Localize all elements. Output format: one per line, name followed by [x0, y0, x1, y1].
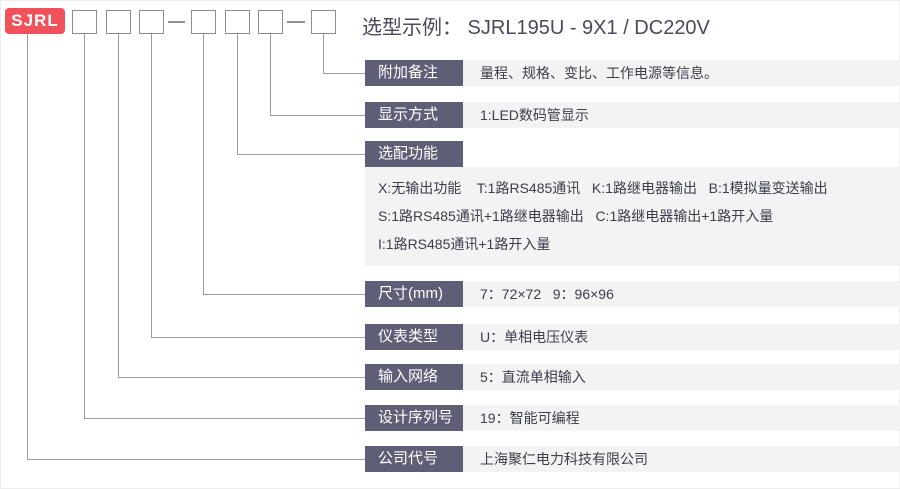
connector-line [118, 377, 365, 378]
connector-line [237, 154, 365, 155]
row-value-extra-note: 量程、规格、变比、工作电源等信息。 [463, 60, 900, 86]
code-separator-dash [287, 21, 305, 23]
row-value-input-network: 5：直流单相输入 [463, 364, 900, 390]
code-separator-dash [168, 21, 185, 23]
row-label-optional-func: 选配功能 [365, 141, 463, 167]
connector-line [270, 115, 365, 116]
connector-line [323, 34, 324, 73]
row-value-meter-type: U：单相电压仪表 [463, 324, 900, 350]
optional-functions-panel: X:无输出功能 T:1路RS485通讯 K:1路继电器输出 B:1模拟量变送输出… [365, 167, 900, 266]
row-label-extra-note: 附加备注 [365, 60, 463, 86]
code-box-optional-func [225, 10, 250, 34]
code-box-meter-type [139, 10, 164, 34]
connector-line [84, 34, 85, 418]
code-box-design-series [72, 10, 97, 34]
connector-line [237, 34, 238, 154]
code-box-extra-note [311, 10, 336, 34]
row-label-design-series: 设计序列号 [365, 405, 463, 431]
selection-example-title: 选型示例： SJRL195U - 9X1 / DC220V [362, 17, 710, 39]
connector-line [203, 294, 365, 295]
connector-line [151, 34, 152, 337]
code-box-display-mode [258, 10, 283, 34]
row-label-company-code: 公司代号 [365, 446, 463, 472]
row-label-meter-type: 仪表类型 [365, 324, 463, 350]
row-label-display-mode: 显示方式 [365, 102, 463, 128]
row-label-input-network: 输入网络 [365, 364, 463, 390]
optional-functions-line: I:1路RS485通讯+1路开入量 [378, 236, 551, 252]
connector-line [151, 337, 365, 338]
row-label-size: 尺寸(mm) [365, 281, 463, 307]
code-box-size [191, 10, 216, 34]
connector-line [270, 34, 271, 115]
optional-functions-line: X:无输出功能 T:1路RS485通讯 K:1路继电器输出 B:1模拟量变送输出 [378, 180, 828, 196]
connector-line [323, 73, 365, 74]
connector-line [118, 34, 119, 377]
connector-line [203, 34, 204, 294]
connector-line [84, 418, 365, 419]
code-box-input-network [106, 10, 131, 34]
row-value-company-code: 上海聚仁电力科技有限公司 [463, 446, 900, 472]
optional-functions-line: S:1路RS485通讯+1路继电器输出 C:1路继电器输出+1路开入量 [378, 208, 774, 224]
connector-line [27, 459, 365, 460]
row-value-display-mode: 1:LED数码管显示 [463, 102, 900, 128]
connector-line [27, 34, 28, 459]
brand-badge: SJRL [5, 8, 65, 34]
row-value-design-series: 19：智能可编程 [463, 405, 900, 431]
row-value-size: 7：72×72 9：96×96 [463, 281, 900, 307]
